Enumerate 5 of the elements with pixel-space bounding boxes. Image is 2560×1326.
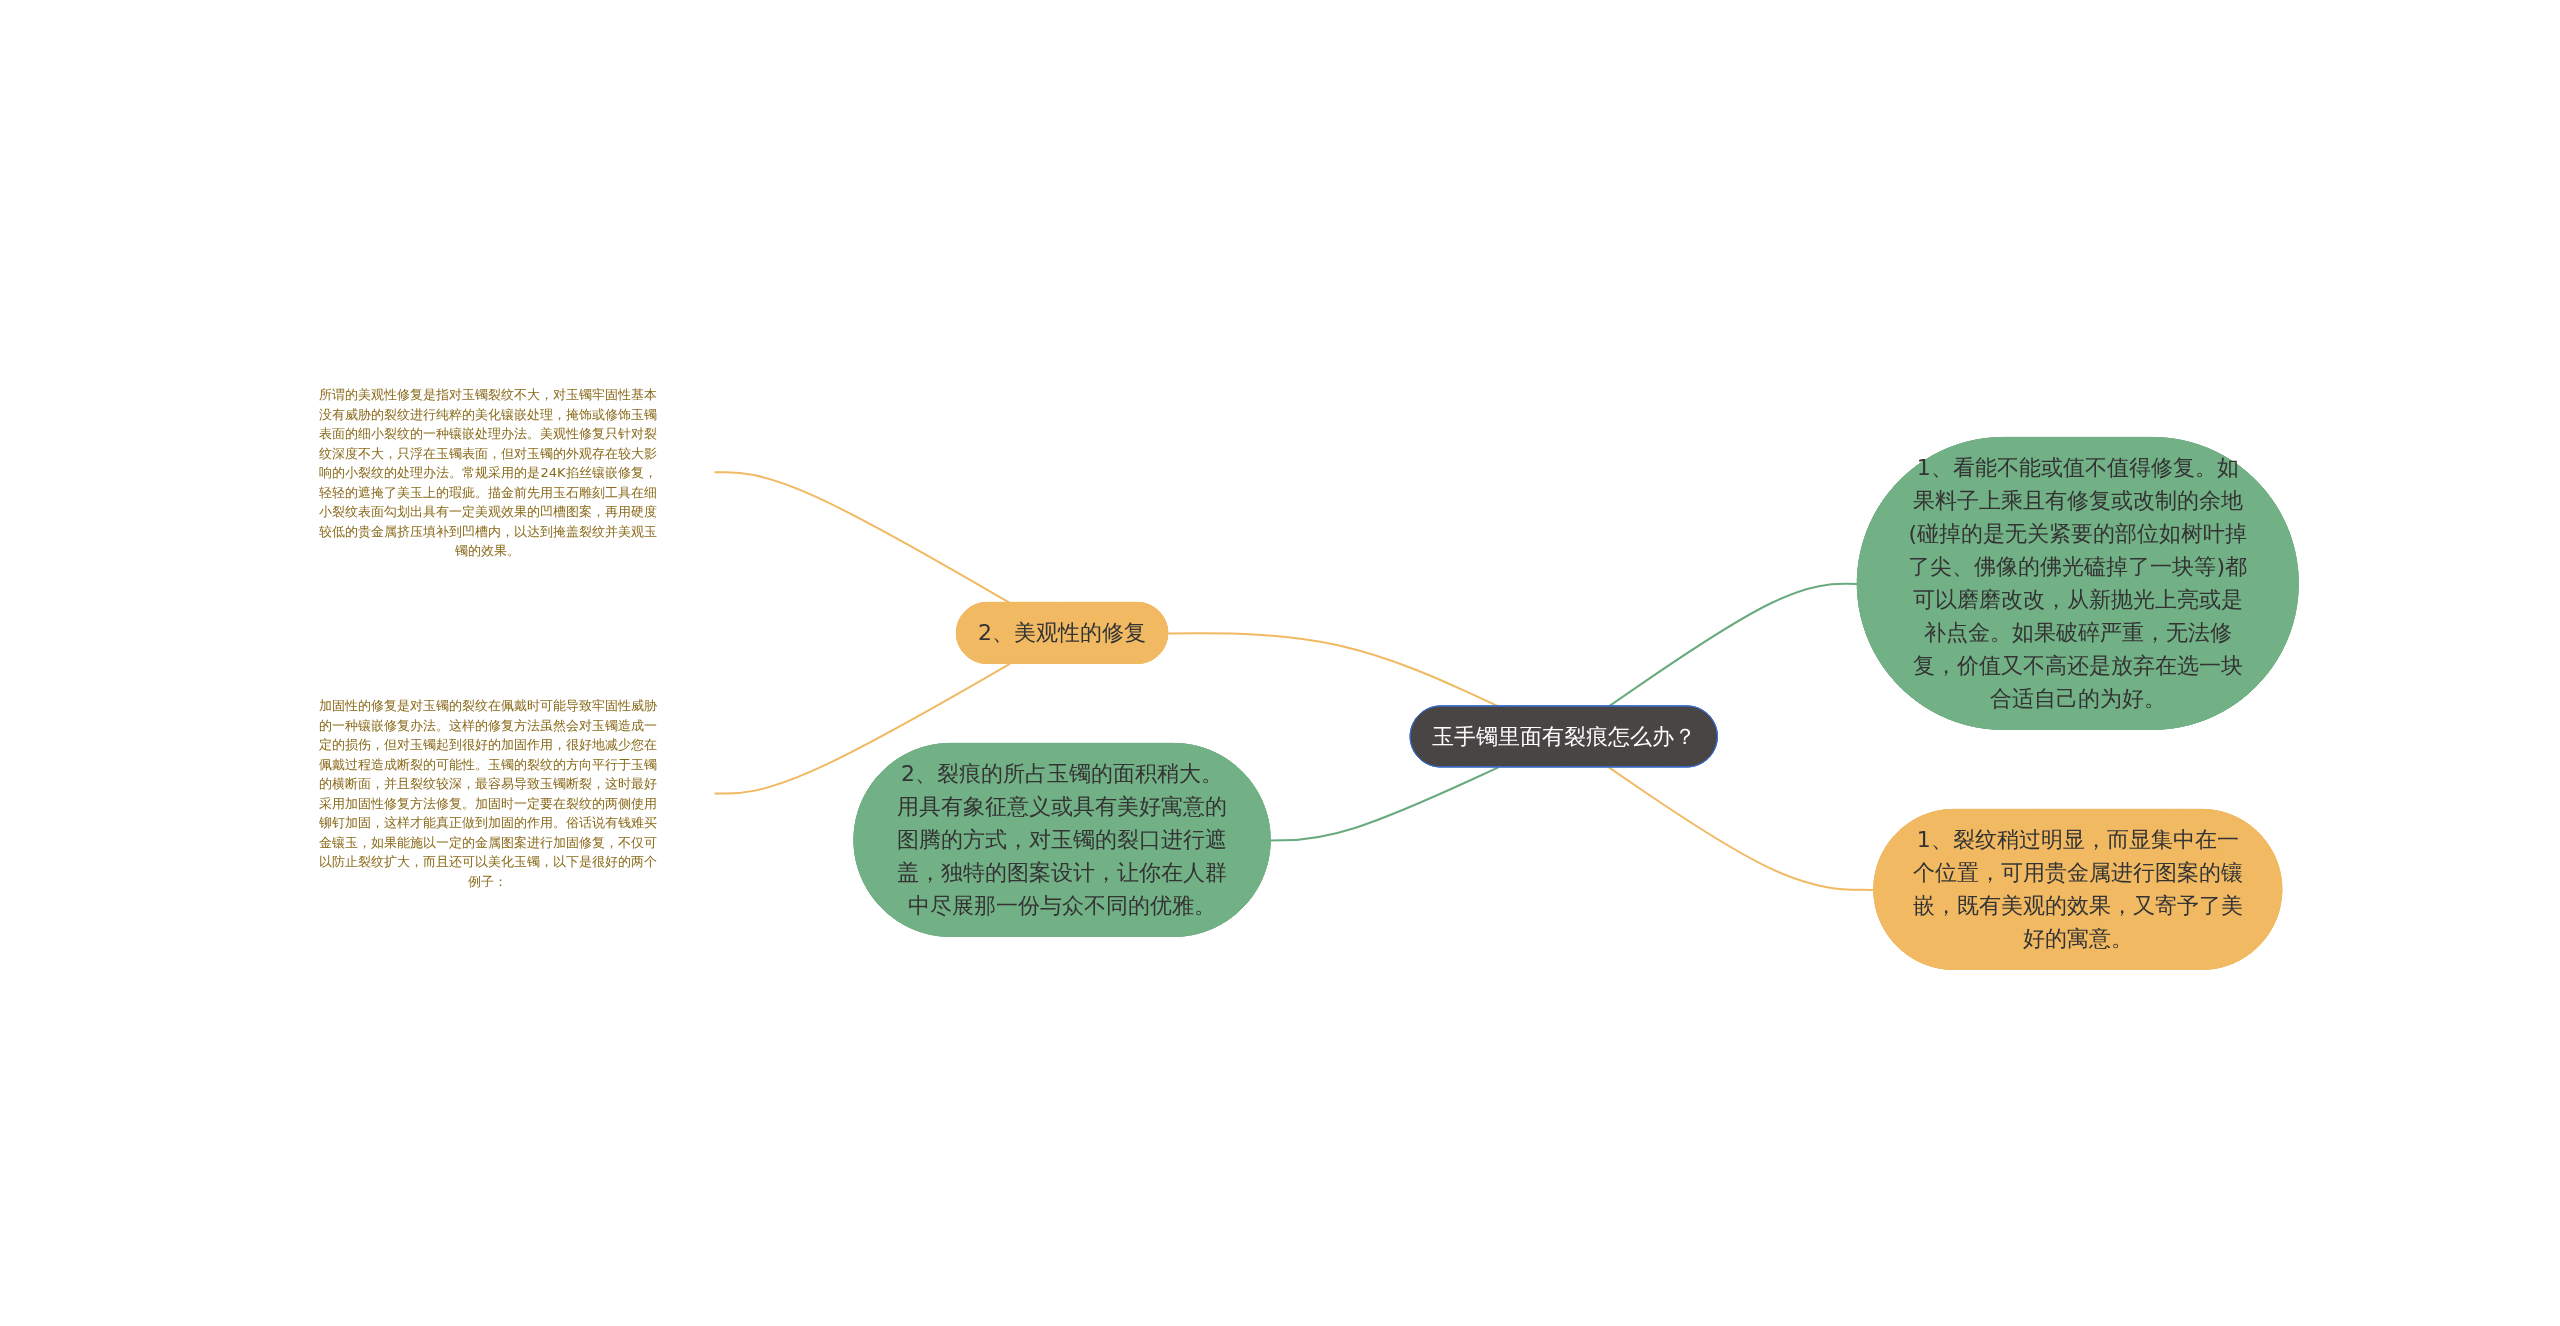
node-text: 加固性的修复是对玉镯的裂纹在佩戴时可能导致牢固性威胁的一种镶嵌修复办法。这样的修复方法虽然会对玉镯造成一定的损伤，但对玉镯起到很好的加固作用，很好地减少您在佩戴过程造成断裂的可能性。玉镯的裂纹的方向平行于玉镯的横断面，并且裂纹较深，最容易导致玉镯断裂，这时最好采用加固性修复方法修复。加固时一定要在裂纹的两侧使用铆钉加固，这样才能真正做到加固的作用。俗话说有钱难买金镶玉，如果能施以一定的金属图案进行加固修复，不仅可以防止裂纹扩大，而且还可以美化玉镯，以下是很好的两个例子： xyxy=(318,698,657,889)
connector xyxy=(712,471,1011,604)
connector xyxy=(1269,766,1500,842)
node-text: 所谓的美观性修复是指对玉镯裂纹不大，对玉镯牢固性基本没有威胁的裂纹进行纯粹的美化镶嵌处理，掩饰或修饰玉镯表面的细小裂纹的一种镶嵌处理办法。美观性修复只针对裂纹深度不大，只浮在玉镯表面，但对玉镯的外观存在较大影响的小裂纹的处理办法。常规采用的是24K掐丝镶嵌修复，轻轻的遮掩了美玉上的瑕疵。描金前先用玉石雕刻工具在细小裂纹表面勾划出具有一定美观效果的凹槽图案，再用硬度较低的贵金属挤压填补到凹槽内，以达到掩盖裂纹并美观玉镯的效果。 xyxy=(318,386,657,558)
connector xyxy=(712,662,1011,795)
